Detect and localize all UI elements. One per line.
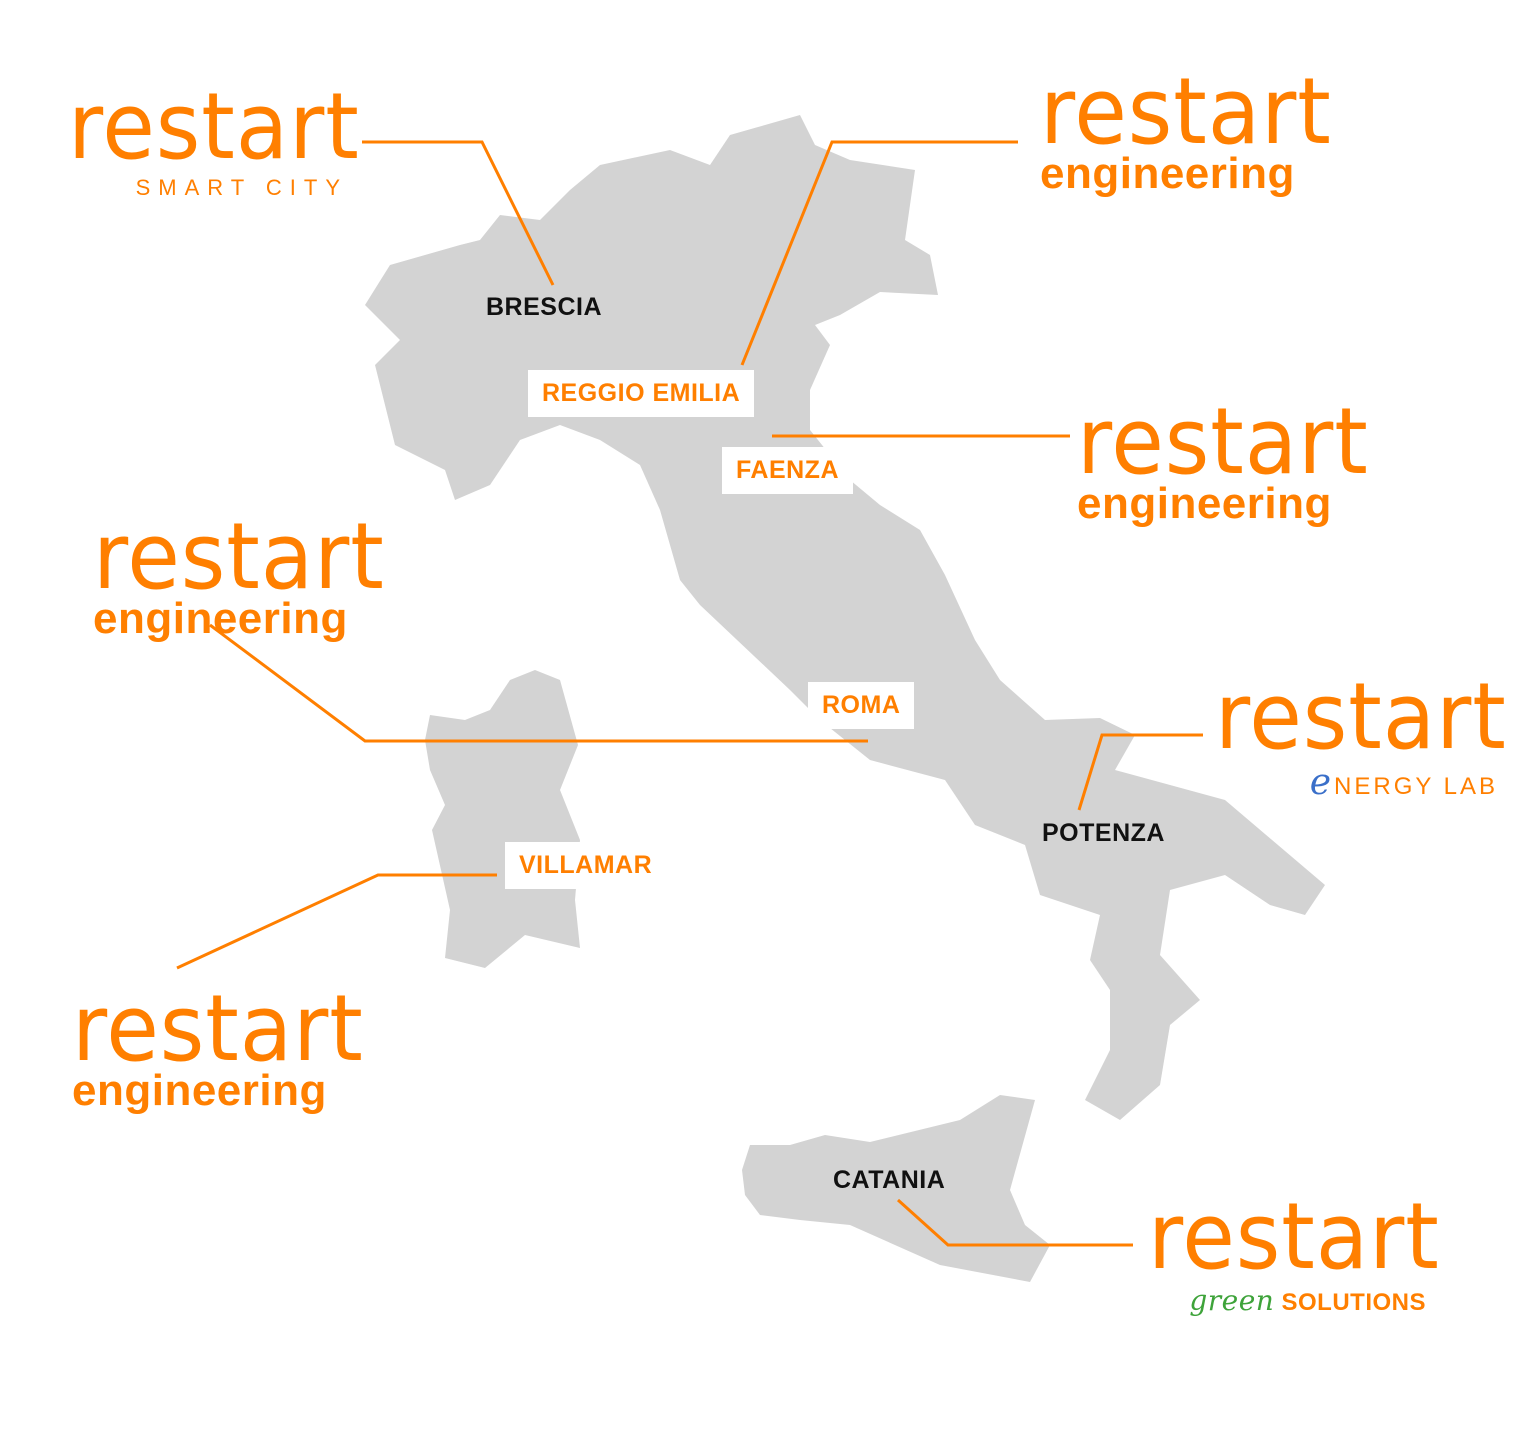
logo-restart-engineering-faenza: restart engineering — [1077, 396, 1368, 528]
logo-subtitle: SMART CITY — [135, 175, 348, 200]
logo-subtitle: engineering — [1040, 149, 1295, 198]
logo-wordmark: restart — [93, 503, 385, 610]
city-label-brescia: BRESCIA — [486, 293, 603, 321]
logo-wordmark: restart — [1148, 1183, 1440, 1290]
connector-catania — [896, 1198, 1133, 1247]
city-label-faenza: FAENZA — [722, 447, 853, 494]
logo-subtitle: engineering — [1077, 479, 1332, 528]
logo-subtitle: eNERGY LAB — [1215, 765, 1498, 801]
city-label-villamar: VILLAMAR — [505, 842, 667, 889]
logo-restart-engineering-villamar: restart engineering — [72, 983, 363, 1115]
city-label-potenza: POTENZA — [1042, 819, 1165, 847]
logo-subtitle: engineering — [72, 1066, 327, 1115]
mainland-italy — [365, 115, 1325, 1120]
green-script-mark: green — [1189, 1284, 1275, 1317]
logo-subtitle-text: SOLUTIONS — [1281, 1289, 1426, 1316]
connector-villamar — [176, 873, 497, 970]
logo-wordmark: restart — [1040, 58, 1332, 165]
connector-potenza — [1077, 733, 1203, 811]
logo-wordmark: restart — [68, 73, 360, 180]
logo-restart-energy-lab: restart eNERGY LAB — [1215, 671, 1506, 801]
sardinia — [425, 670, 580, 968]
logo-wordmark: restart — [1077, 388, 1369, 495]
city-label-catania: CATANIA — [833, 1166, 946, 1194]
energy-e-mark: e — [1309, 762, 1335, 803]
logo-restart-smart-city: restart SMART CITY — [68, 81, 359, 200]
sicily — [742, 1095, 1050, 1282]
city-label-reggio-emilia: REGGIO EMILIA — [528, 370, 755, 417]
connector-roma — [209, 623, 868, 743]
logo-restart-engineering-roma: restart engineering — [93, 511, 384, 643]
logo-restart-engineering-reggio: restart engineering — [1040, 66, 1331, 198]
logo-subtitle-text: NERGY LAB — [1334, 773, 1498, 800]
logo-subtitle: green SOLUTIONS — [1148, 1287, 1426, 1315]
connector-reggio-emilia — [740, 140, 1018, 366]
logo-subtitle: engineering — [93, 594, 348, 643]
logo-restart-green-solutions: restart green SOLUTIONS — [1148, 1191, 1439, 1315]
logo-wordmark: restart — [1215, 663, 1507, 770]
city-label-roma: ROMA — [808, 682, 915, 729]
logo-wordmark: restart — [72, 975, 364, 1082]
connector-brescia — [362, 140, 555, 286]
